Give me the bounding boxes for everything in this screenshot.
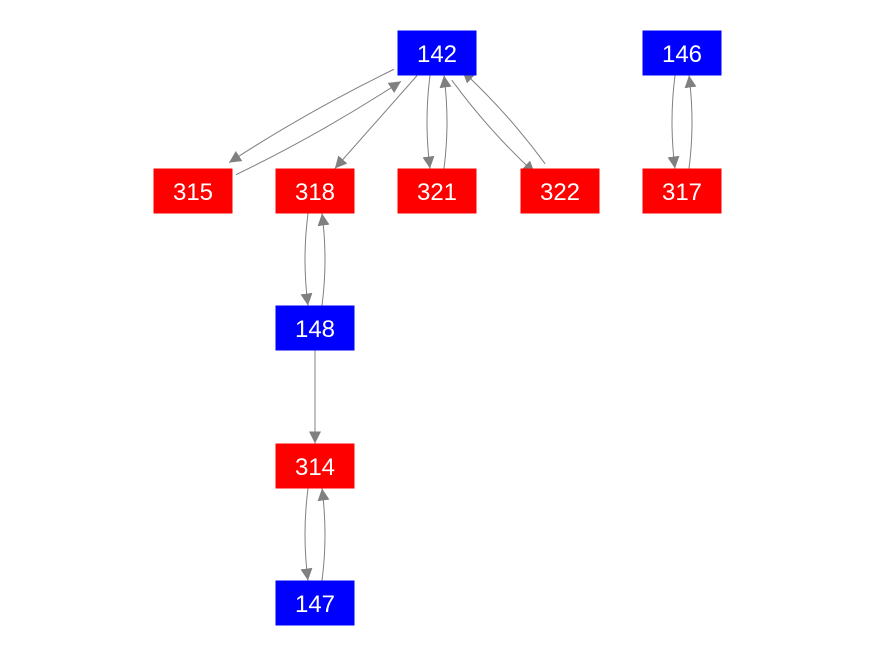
- nodes-layer: 142 146 315 318 321 322 317 148 314 147: [153, 30, 722, 626]
- node-321[interactable]: 321: [397, 168, 477, 214]
- edge-322-to-142: [461, 70, 546, 165]
- edge-315-to-142: [235, 81, 402, 176]
- node-label: 148: [295, 316, 335, 343]
- node-label: 315: [173, 179, 213, 206]
- edge-148-to-318: [317, 213, 330, 306]
- node-box[interactable]: [275, 443, 355, 489]
- node-box[interactable]: [275, 580, 355, 626]
- node-318[interactable]: 318: [275, 168, 355, 214]
- node-146[interactable]: 146: [642, 30, 722, 76]
- edge-321-to-142: [439, 75, 452, 169]
- node-box[interactable]: [520, 168, 600, 214]
- node-box[interactable]: [642, 168, 722, 214]
- node-box[interactable]: [397, 168, 477, 214]
- node-box[interactable]: [397, 30, 477, 76]
- node-315[interactable]: 315: [153, 168, 233, 214]
- node-label: 318: [295, 179, 335, 206]
- node-142[interactable]: 142: [397, 30, 477, 76]
- node-label: 314: [295, 454, 335, 481]
- edge-142-to-315: [228, 68, 395, 163]
- edge-317-to-146: [684, 75, 697, 169]
- node-label: 321: [417, 179, 457, 206]
- node-317[interactable]: 317: [642, 168, 722, 214]
- node-148[interactable]: 148: [275, 305, 355, 351]
- node-box[interactable]: [642, 30, 722, 76]
- node-314[interactable]: 314: [275, 443, 355, 489]
- node-label: 147: [295, 591, 335, 618]
- edge-142-to-321: [422, 75, 435, 169]
- node-box[interactable]: [275, 305, 355, 351]
- edges-layer: [228, 68, 697, 581]
- node-box[interactable]: [275, 168, 355, 214]
- edge-146-to-317: [667, 75, 680, 169]
- node-label: 142: [417, 41, 457, 68]
- edge-142-to-318: [334, 75, 418, 169]
- node-322[interactable]: 322: [520, 168, 600, 214]
- node-label: 322: [540, 179, 580, 206]
- edge-318-to-148: [300, 213, 313, 306]
- edge-142-to-322: [451, 79, 536, 174]
- node-label: 146: [662, 41, 702, 68]
- edge-147-to-314: [317, 488, 330, 581]
- node-label: 317: [662, 179, 702, 206]
- node-box[interactable]: [153, 168, 233, 214]
- edge-314-to-147: [300, 488, 313, 581]
- node-147[interactable]: 147: [275, 580, 355, 626]
